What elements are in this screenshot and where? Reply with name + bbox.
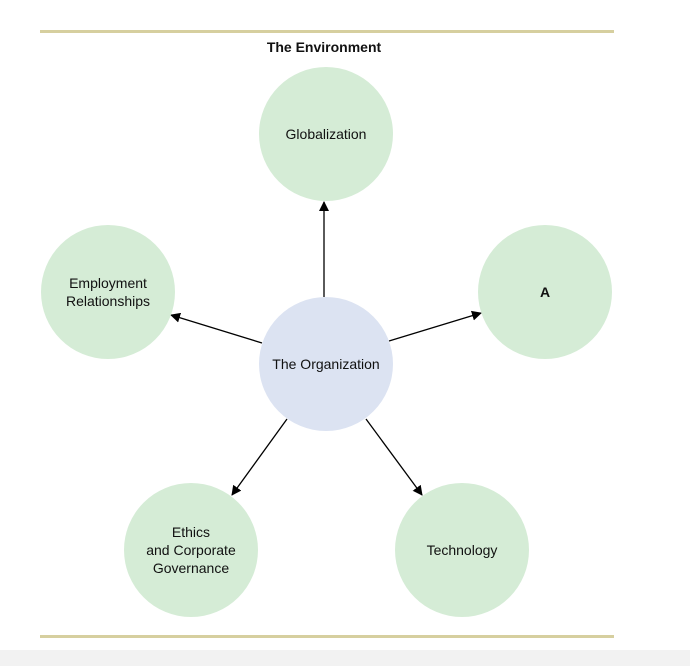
node-employment-line-2: Relationships <box>65 293 151 309</box>
node-globalization: Globalization <box>259 67 393 201</box>
arrow-to-employment <box>170 312 263 344</box>
footer-band <box>0 650 690 666</box>
top-rule <box>40 30 614 33</box>
bottom-rule <box>40 635 614 638</box>
arrow-to-ethics <box>231 418 288 496</box>
node-technology-label: Technology <box>426 542 498 558</box>
node-technology: Technology <box>395 483 529 617</box>
node-the-organization: The Organization <box>259 297 393 431</box>
node-ethics-corporate-governance: Ethics and Corporate Governance <box>124 483 258 617</box>
node-a: A <box>478 225 612 359</box>
arrow-to-technology <box>365 418 423 496</box>
node-ethics-line-2: and Corporate <box>146 542 236 558</box>
node-ethics-line-1: Ethics <box>171 524 211 540</box>
diagram-title: The Environment <box>266 39 382 55</box>
node-a-label: A <box>539 284 551 300</box>
node-ethics-line-3: Governance <box>152 560 230 576</box>
node-organization-label: The Organization <box>272 356 380 372</box>
node-employment-relationships: Employment Relationships <box>41 225 175 359</box>
node-globalization-label: Globalization <box>285 126 367 142</box>
arrow-to-a <box>388 310 482 342</box>
node-employment-line-1: Employment <box>69 275 147 291</box>
